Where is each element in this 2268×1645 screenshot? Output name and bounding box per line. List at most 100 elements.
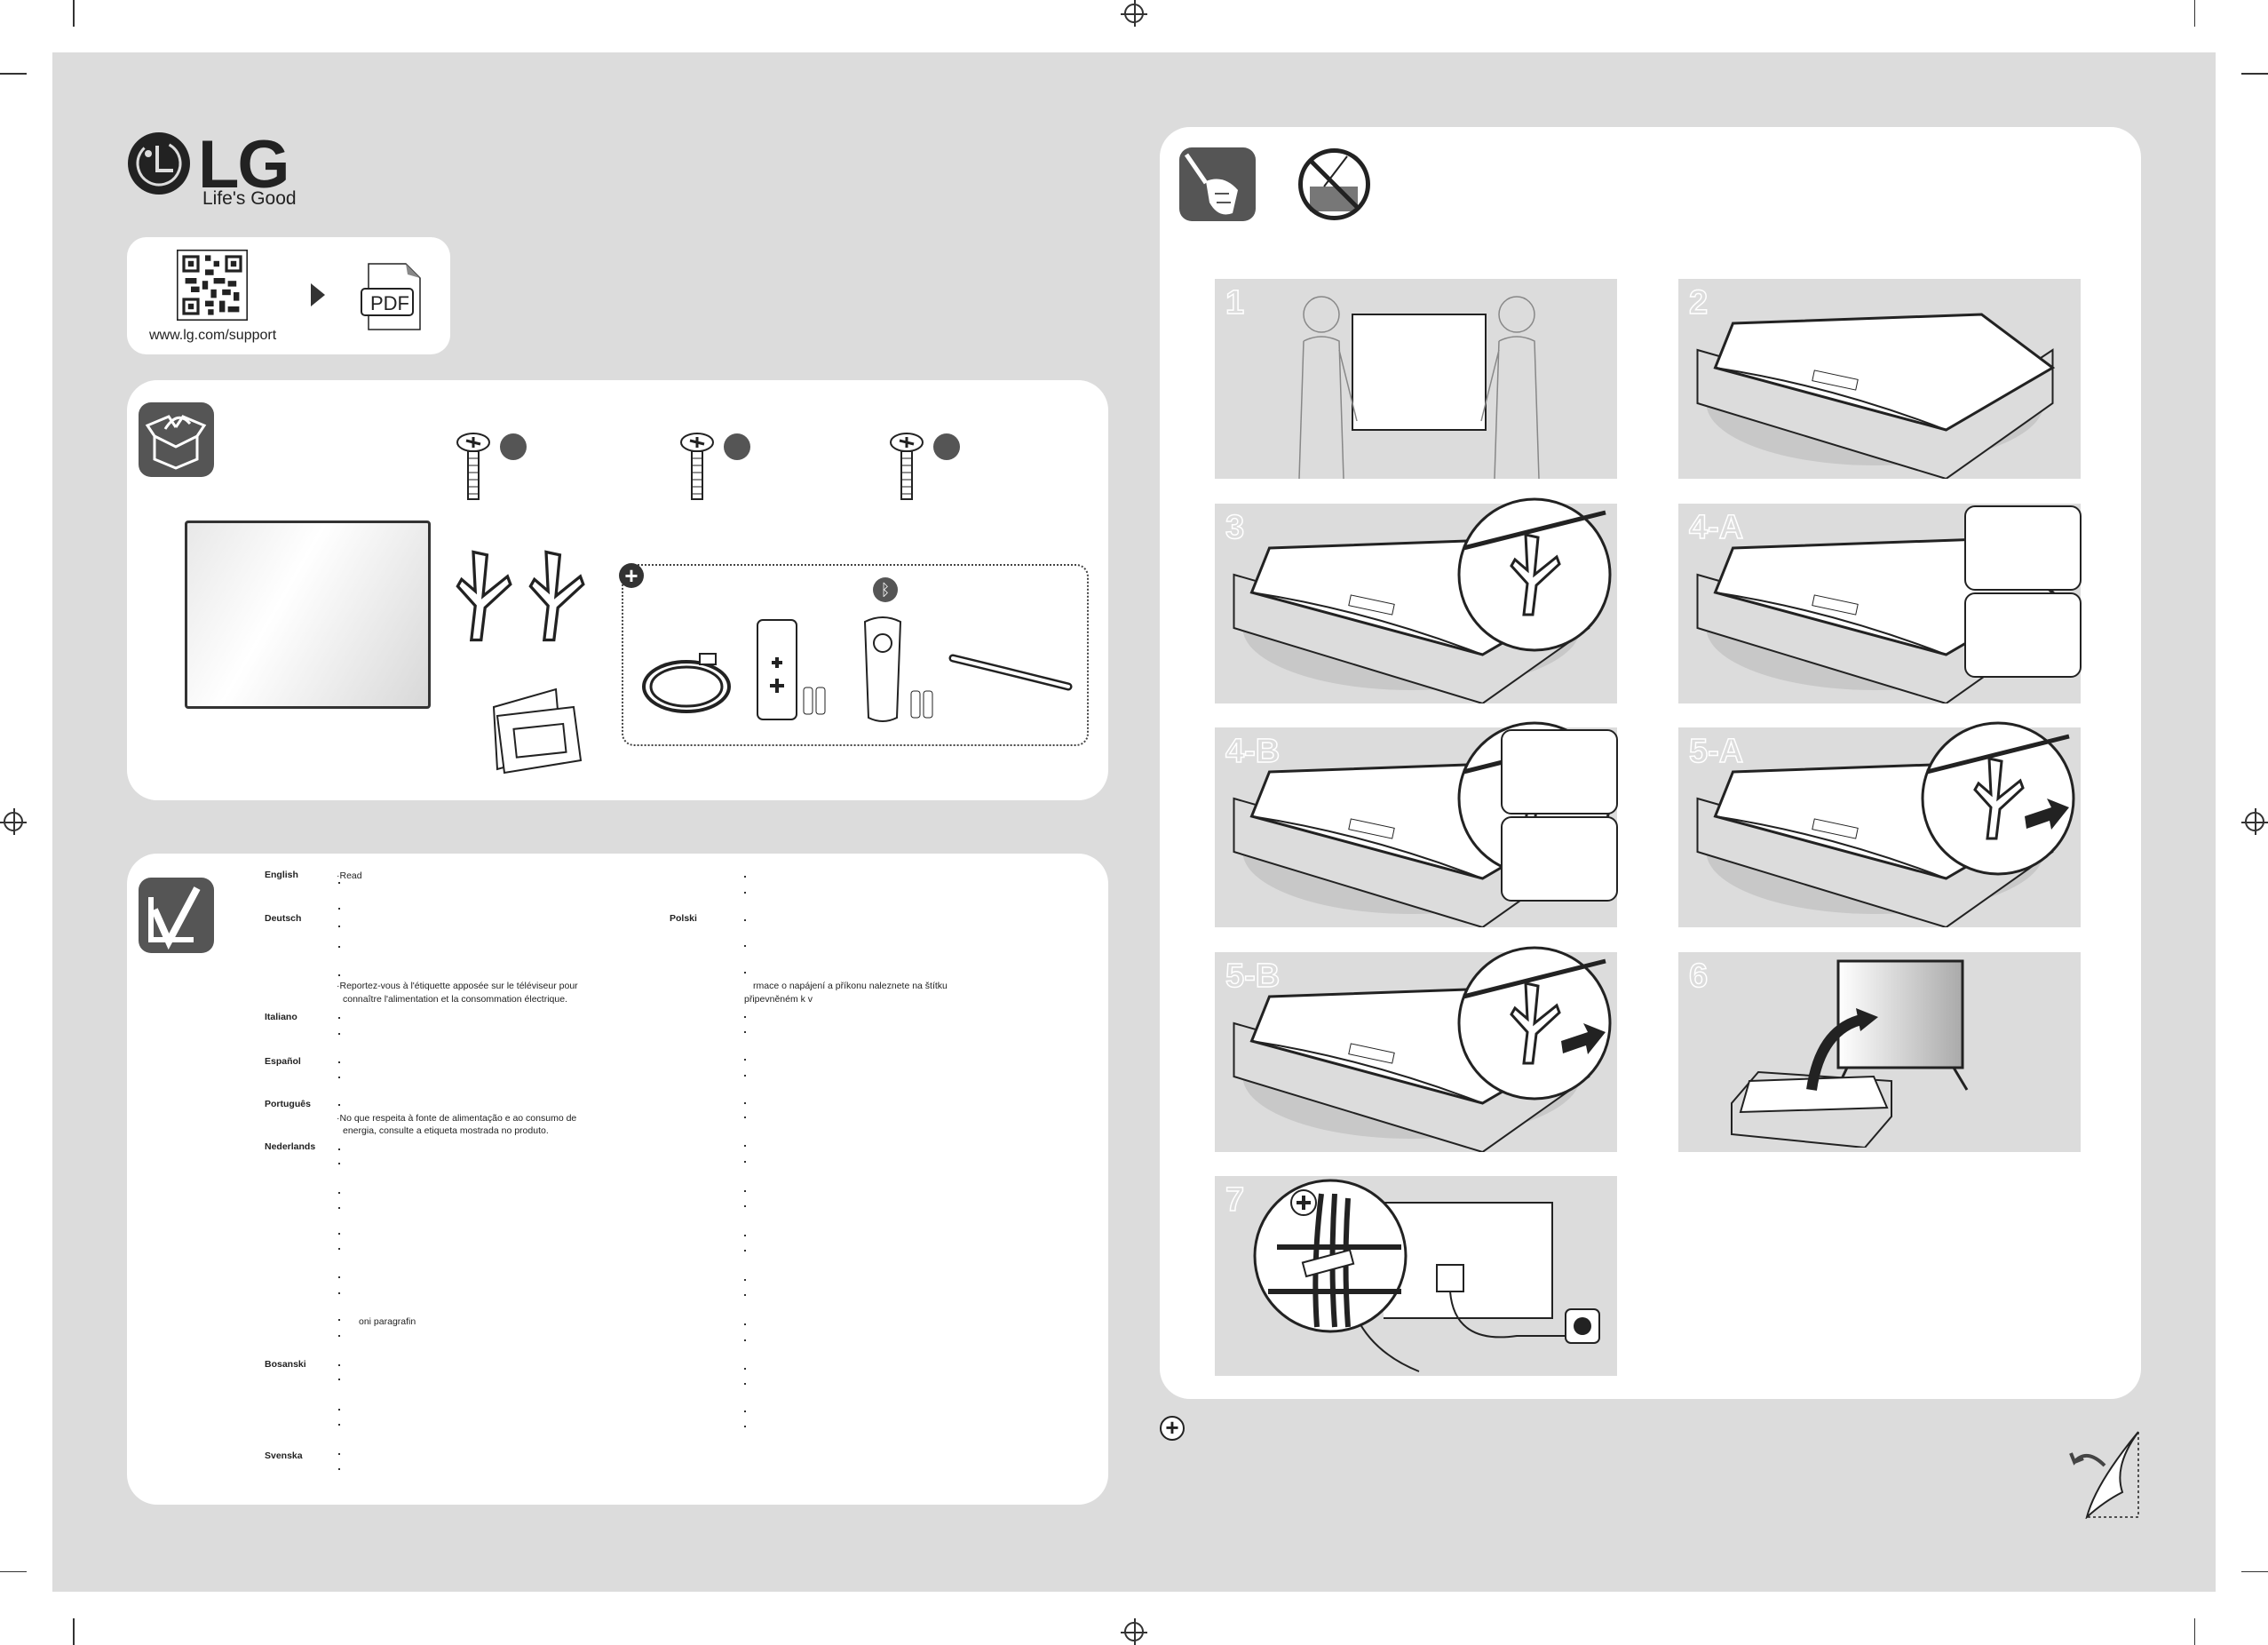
assembly-step-4-A: 4-A	[1678, 504, 2082, 703]
portuguese-text-line: ·No que respeita à fonte de alimentação …	[337, 1113, 577, 1124]
lg-face-icon	[128, 132, 190, 195]
bullet-dot	[744, 876, 746, 878]
bullet-dot	[338, 1364, 340, 1366]
step-number: 5-B	[1225, 957, 1281, 996]
czech-text-line: rmace o napájení a příkonu naleznete na …	[753, 981, 948, 991]
bullet-dot	[338, 1379, 340, 1380]
no-sharp-object-icon	[1298, 148, 1370, 220]
assembly-step-5-B: 5-B	[1215, 946, 1617, 1152]
czech-text-line: připevněném k v	[744, 994, 813, 1005]
language-label-polski: Polski	[670, 913, 697, 924]
screw-icon	[456, 432, 491, 503]
bullet-dot	[338, 1424, 340, 1426]
bullet-dot	[744, 919, 746, 921]
bluetooth-icon: ᛒ	[873, 577, 898, 602]
bullet-dot	[338, 1248, 340, 1250]
step-number: 2	[1688, 283, 1709, 322]
tv-on-box-illustration	[1678, 279, 2081, 479]
crop-mark	[73, 1618, 75, 1645]
step-number: 4-A	[1688, 508, 1744, 547]
language-label-bosanski: Bosanski	[265, 1359, 306, 1370]
stand-leg-icon	[527, 543, 585, 649]
manual-booklet-icon	[492, 687, 583, 775]
bullet-dot	[338, 946, 340, 948]
cable-management-illustration	[1253, 1179, 1600, 1372]
bullet-dot	[338, 1192, 340, 1194]
bullet-dot	[744, 1016, 746, 1018]
bullet-dot	[338, 1292, 340, 1294]
unlock-detail-inset	[1501, 816, 1618, 902]
magic-remote-icon	[863, 616, 933, 722]
bullet-dot	[338, 908, 340, 910]
support-url[interactable]: www.lg.com/support	[149, 328, 277, 343]
tv-standing-illustration	[1731, 959, 1969, 1148]
support-box: www.lg.com/support PDF	[127, 237, 450, 354]
bullet-dot	[744, 1411, 746, 1412]
bullet-dot	[338, 1163, 340, 1164]
bullet-dot	[338, 1468, 340, 1470]
bullet-dot	[338, 1276, 340, 1278]
french-text-line: ·Reportez-vous à l'étiquette apposée sur…	[337, 981, 578, 991]
brand-slogan: Life's Good	[202, 188, 297, 209]
language-label-english: English	[265, 870, 298, 880]
portuguese-text-line: energia, consulte a etiqueta mostrada no…	[343, 1125, 549, 1136]
assembly-step-3: 3	[1215, 497, 1617, 703]
lock-detail-inset	[1501, 729, 1618, 815]
language-label-portugues: Português	[265, 1099, 311, 1109]
assembly-step-4-B: 4-B	[1215, 721, 1618, 927]
bullet-dot	[338, 1148, 340, 1150]
screwdriver-icon	[1179, 147, 1256, 221]
bullet-dot	[338, 1319, 340, 1321]
bullet-dot	[744, 1145, 746, 1147]
bullet-dot	[744, 1294, 746, 1296]
bullet-dot	[744, 1190, 746, 1192]
bullet-dot	[338, 882, 340, 884]
crop-mark	[2241, 1570, 2268, 1572]
bullet-dot	[744, 1031, 746, 1033]
english-text: ·Read	[337, 870, 362, 881]
language-label-deutsch: Deutsch	[265, 913, 302, 924]
pdf-label: PDF	[370, 292, 409, 314]
package-box-icon	[139, 402, 214, 477]
step-number: 7	[1225, 1180, 1245, 1220]
detail-zoom-circle	[1921, 721, 2075, 876]
screw-count-badge	[933, 433, 960, 460]
assembly-step-1: 1	[1215, 279, 1617, 479]
bullet-dot	[744, 1205, 746, 1207]
screw-count-badge	[724, 433, 750, 460]
bullet-dot	[338, 1335, 340, 1337]
bullet-dot	[338, 1077, 340, 1078]
bullet-dot	[338, 1233, 340, 1235]
assembly-step-6: 6	[1678, 952, 2081, 1152]
qr-code-icon[interactable]	[177, 250, 248, 321]
bullet-dot	[744, 1250, 746, 1252]
step-number: 4-B	[1225, 732, 1281, 771]
bullet-dot	[338, 1409, 340, 1411]
pdf-document-icon[interactable]	[360, 262, 422, 331]
bullet-dot	[744, 1117, 746, 1118]
cable-tie-icon	[948, 654, 1073, 691]
bullet-dot	[744, 892, 746, 894]
french-text-line: connaître l'alimentation et la consommat…	[343, 994, 567, 1005]
bullet-dot	[338, 974, 340, 976]
bullet-dot	[744, 1235, 746, 1236]
page-turn-icon[interactable]	[2069, 1430, 2145, 1519]
registration-mark-icon	[2241, 808, 2268, 835]
bullet-dot	[338, 1104, 340, 1106]
step-number: 6	[1688, 957, 1709, 996]
bullet-dot	[338, 926, 340, 927]
bullet-dot	[338, 1453, 340, 1455]
plus-icon: +	[1160, 1416, 1185, 1441]
detail-zoom-circle	[1457, 497, 1612, 652]
step-number: 1	[1225, 283, 1245, 322]
language-label-svenska: Svenska	[265, 1450, 303, 1461]
arrow-right-icon	[311, 283, 325, 306]
bullet-dot	[338, 1017, 340, 1019]
bullet-dot	[744, 1075, 746, 1077]
registration-mark-icon	[0, 808, 27, 835]
bullet-dot	[744, 1323, 746, 1325]
bullet-dot	[744, 1383, 746, 1385]
tv-unit-image	[185, 521, 431, 709]
checkmark-box-icon	[139, 878, 214, 953]
two-people-lifting-tv-illustration	[1298, 296, 1540, 479]
